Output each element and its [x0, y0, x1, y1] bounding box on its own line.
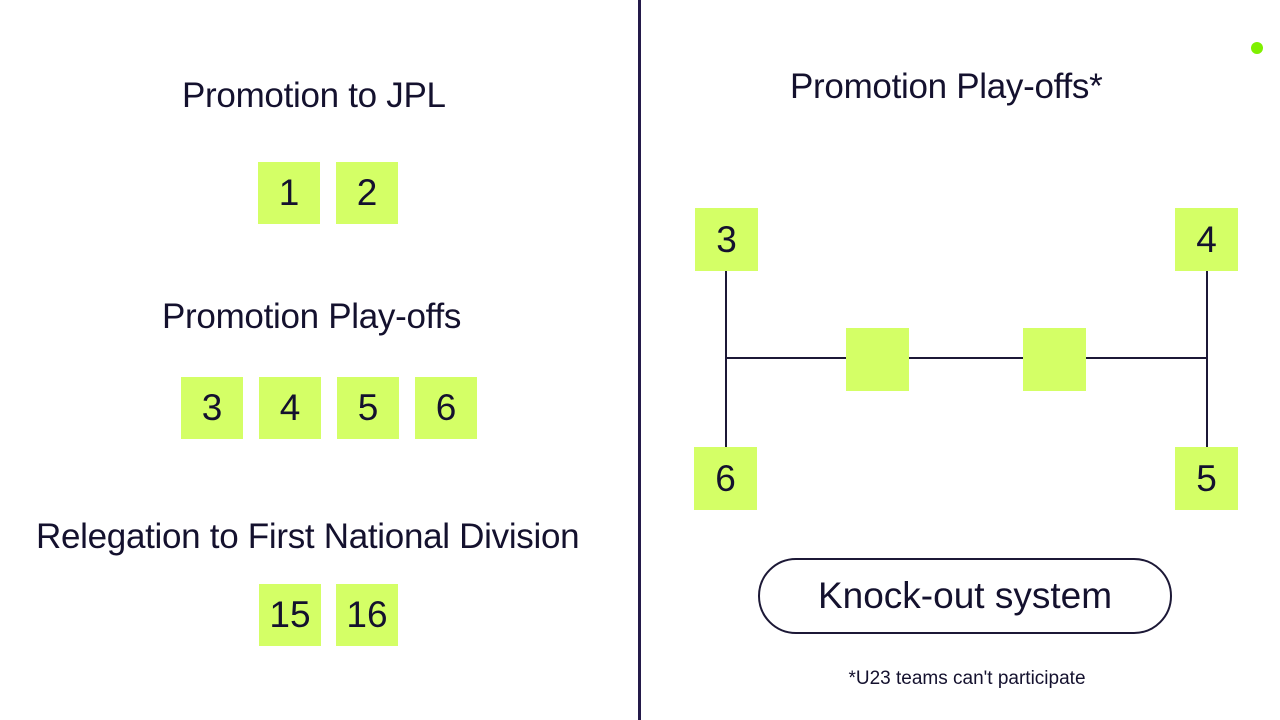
semi-final-box-right [1023, 328, 1086, 391]
bracket-box-6: 6 [694, 447, 757, 510]
promotion-jpl-title: Promotion to JPL [182, 76, 446, 115]
position-box-6: 6 [415, 377, 477, 439]
position-box-2: 2 [336, 162, 398, 224]
bracket-line-right-vertical [1206, 270, 1208, 448]
knockout-system-label: Knock-out system [817, 575, 1113, 616]
panel-divider [638, 0, 641, 720]
bracket-box-5: 5 [1175, 447, 1238, 510]
promotion-playoffs-title: Promotion Play-offs [162, 297, 462, 336]
position-box-16: 16 [336, 584, 398, 646]
bracket-line-horizontal [726, 357, 1207, 359]
semi-final-box-left [846, 328, 909, 391]
relegation-title: Relegation to First National Division [36, 517, 580, 556]
knockout-system-pill: Knock-out system [758, 558, 1172, 634]
position-box-5: 5 [337, 377, 399, 439]
bracket-line-left-vertical [725, 270, 727, 448]
relegation-title-clip: Relegation to First National Division [0, 500, 608, 580]
bracket-box-3: 3 [695, 208, 758, 271]
bracket-box-4: 4 [1175, 208, 1238, 271]
position-box-4: 4 [259, 377, 321, 439]
status-dot-icon [1251, 42, 1263, 54]
playoffs-bracket-title: Promotion Play-offs* [790, 67, 1103, 106]
footnote: *U23 teams can't participate [848, 668, 1086, 689]
position-box-3: 3 [181, 377, 243, 439]
position-box-1: 1 [258, 162, 320, 224]
position-box-15: 15 [259, 584, 321, 646]
